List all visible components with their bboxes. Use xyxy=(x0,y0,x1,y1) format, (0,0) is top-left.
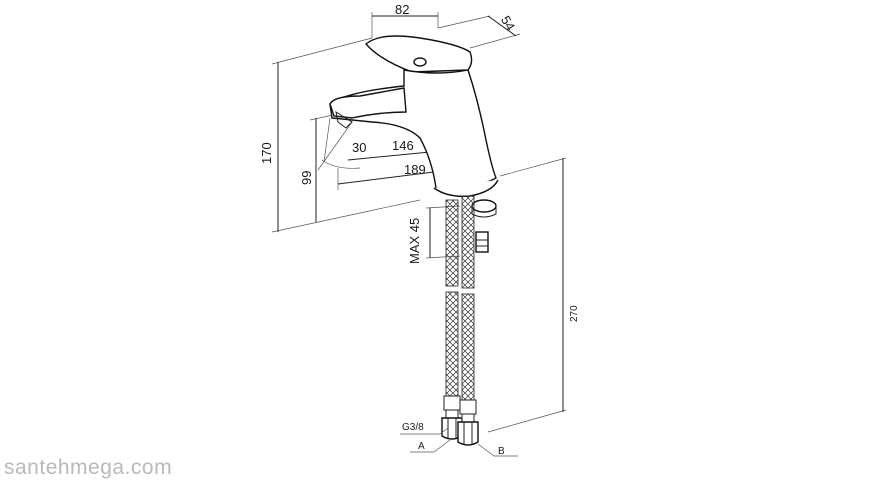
svg-text:170: 170 xyxy=(259,142,274,164)
svg-text:146: 146 xyxy=(392,138,414,153)
svg-text:54: 54 xyxy=(498,13,518,33)
dimension-170: 170 xyxy=(259,37,421,233)
dimension-54: 54 xyxy=(437,13,521,49)
svg-text:99: 99 xyxy=(299,171,314,185)
dimension-30-angle: 30 xyxy=(317,117,366,171)
svg-text:30: 30 xyxy=(352,140,366,155)
dimension-189: 189 xyxy=(337,162,435,190)
svg-text:270: 270 xyxy=(569,305,580,322)
svg-text:189: 189 xyxy=(404,162,426,177)
label-g38: G3/8 xyxy=(400,422,449,435)
dimension-99: 99 xyxy=(299,113,339,222)
dimension-82: 82 xyxy=(371,2,439,38)
svg-text:MAX 45: MAX 45 xyxy=(407,218,422,264)
svg-text:G3/8: G3/8 xyxy=(402,422,424,433)
label-a: A xyxy=(410,439,451,453)
svg-text:82: 82 xyxy=(395,2,409,17)
hose-a xyxy=(441,199,463,440)
faucet-body xyxy=(329,35,499,253)
label-b: B xyxy=(477,443,518,457)
svg-text:A: A xyxy=(418,441,425,452)
hose-b xyxy=(457,195,479,446)
watermark: santehmega.com xyxy=(4,456,173,479)
svg-text:B: B xyxy=(498,446,505,457)
dimension-270: 270 xyxy=(487,157,580,433)
dimension-146: 146 xyxy=(347,138,431,161)
